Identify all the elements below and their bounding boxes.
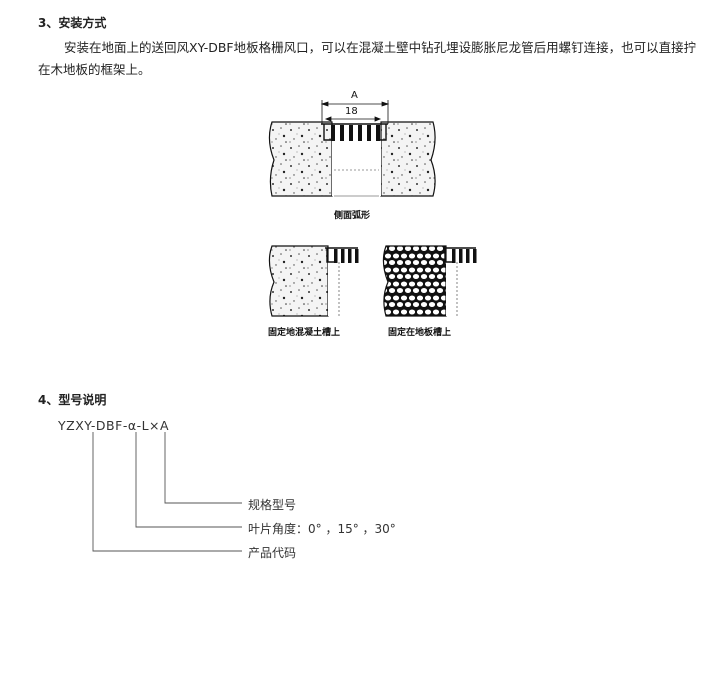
legend-product-code: 产品代码 <box>248 546 297 560</box>
dimension-a-label: A <box>351 90 358 101</box>
caption-wood: 固定在地板槽上 <box>388 328 452 338</box>
bottom-left-grille <box>325 247 359 263</box>
section-4-heading: 4、型号说明 <box>38 393 107 407</box>
model-code: YZXY-DBF-α-L×A <box>58 418 170 433</box>
caption-side-arc: 侧面弧形 <box>334 211 371 221</box>
top-concrete-left <box>268 121 333 197</box>
bottom-concrete-block <box>268 245 329 317</box>
section-3-paragraph: 安装在地面上的送回风XY-DBF地板格栅风口，可以在混凝土壁中钻孔埋设膨胀尼龙管… <box>38 37 698 81</box>
section-3-text: 安装在地面上的送回风XY-DBF地板格栅风口，可以在混凝土壁中钻孔埋设膨胀尼龙管… <box>38 40 697 77</box>
dimension-18-label: 18 <box>345 106 358 117</box>
legend-spec: 规格型号 <box>248 498 297 512</box>
code-leader-lines <box>92 432 242 552</box>
section-3-heading: 3、安装方式 <box>38 16 107 30</box>
dimension-lines <box>320 100 390 124</box>
top-grille <box>321 123 388 141</box>
bottom-right-grille <box>443 247 477 263</box>
bottom-wood-block <box>382 245 447 317</box>
legend-blade-angle: 叶片角度：0° ，15° ，30° <box>248 522 396 536</box>
caption-concrete: 固定地混凝土槽上 <box>268 328 341 338</box>
top-concrete-right <box>380 121 436 197</box>
